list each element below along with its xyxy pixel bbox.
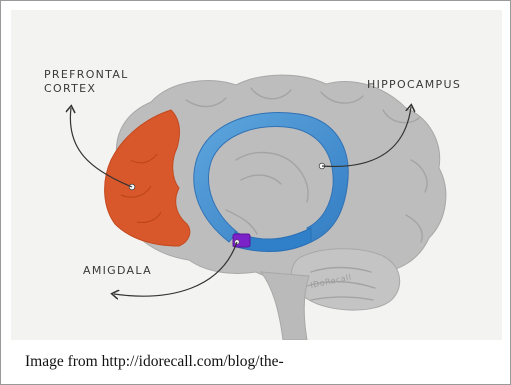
label-hippocampus: HIPPOCAMPUS: [367, 78, 461, 91]
label-amygdala: AMIGDALA: [83, 264, 152, 277]
label-prefrontal-line2: CORTEX: [44, 82, 96, 95]
brain-diagram: PREFRONTAL CORTEX HIPPOCAMPUS AMIGDALA I…: [11, 10, 502, 340]
label-prefrontal-line1: PREFRONTAL: [44, 68, 129, 81]
brainstem: [261, 272, 309, 340]
illustration-area: PREFRONTAL CORTEX HIPPOCAMPUS AMIGDALA I…: [11, 10, 502, 340]
image-caption: Image from http://idorecall.com/blog/the…: [25, 353, 284, 371]
